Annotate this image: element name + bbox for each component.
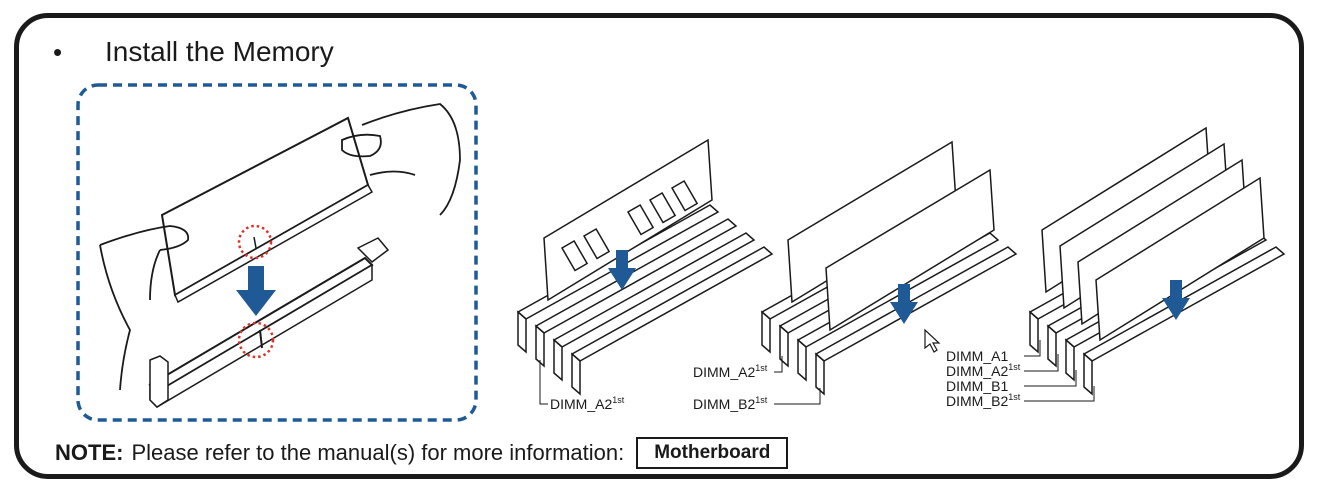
config-four-modules [1028,126,1286,396]
label-config3-dimm-a1: DIMM_A1 [946,348,1008,364]
leader-line [774,388,821,405]
down-arrow-icon [1162,280,1190,320]
label-config3-dimm-b1: DIMM_B1 [946,378,1008,394]
note-line: NOTE: Please refer to the manual(s) for … [55,437,789,469]
config-one-module [516,138,774,396]
note-text: Please refer to the manual(s) for more i… [131,440,625,465]
bullet-icon: • [53,36,63,67]
detail-dashed-box [76,83,478,422]
down-arrow-icon [890,284,918,324]
label-config1-dimm-a2: DIMM_A21st [550,395,625,412]
held-memory-module [160,116,374,304]
label-config3-dimm-b2: DIMM_B21st [946,392,1021,409]
heading-title: Install the Memory [105,36,334,67]
down-arrow-icon [236,266,276,316]
outer-frame [14,13,1304,479]
motherboard-manual-button[interactable]: Motherboard [636,437,789,469]
mouse-cursor-icon [924,328,941,353]
leader-line [1024,370,1077,387]
detail-dimm-slot [148,237,390,408]
leader-line [1024,386,1095,402]
label-config3-dimm-a2: DIMM_A21st [946,362,1021,379]
label-config2-dimm-b2: DIMM_B21st [693,395,768,412]
slot-key-circle [237,321,275,359]
hand-left [99,225,190,391]
leader-line [539,360,548,405]
section-heading: • Install the Memory [53,36,334,68]
label-config2-dimm-a2: DIMM_A21st [693,363,768,380]
down-arrow-icon [608,250,636,290]
config-two-modules [760,140,1018,396]
module-notch-circle [237,224,273,260]
note-label: NOTE: [55,440,124,465]
leader-line [1024,340,1041,357]
hand-right [341,103,461,216]
leader-line [1024,354,1059,372]
leader-line [774,356,783,373]
